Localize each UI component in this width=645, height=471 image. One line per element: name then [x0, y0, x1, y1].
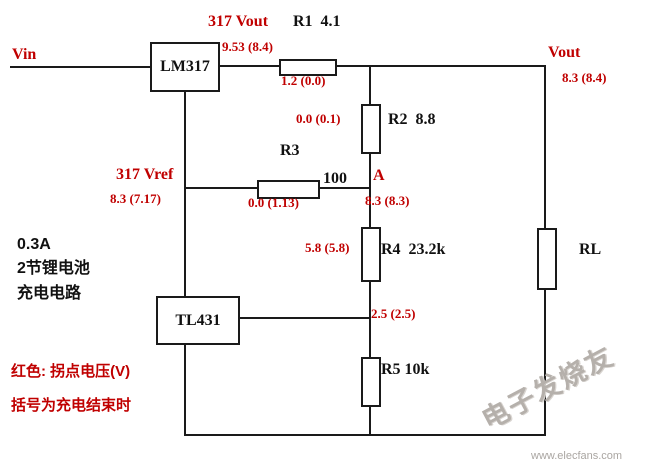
resistor-rl-body [537, 228, 557, 290]
watermark-url: www.elecfans.com [531, 450, 623, 462]
title-current: 0.3A [17, 236, 51, 253]
vref317-label: 317 Vref [116, 166, 174, 183]
resistor-r4-body [361, 227, 381, 282]
r3-value-label: 100 [323, 170, 347, 187]
resistor-r1-body [279, 59, 337, 76]
wire-tl431-output [236, 317, 370, 319]
r5-label: R5 10k [381, 361, 430, 378]
tl431-box: TL431 [156, 296, 240, 345]
wire-bottom [184, 434, 546, 436]
title-charger: 充电电路 [17, 285, 82, 302]
note-red-voltage: 红色: 拐点电压(V) [11, 363, 131, 380]
voltage-lm317-out: 9.53 (8.4) [222, 39, 273, 54]
vin-label: Vin [12, 46, 37, 63]
r1-label: R1 4.1 [293, 13, 341, 30]
wire-left-vertical [184, 88, 186, 436]
voltage-r3-drop: 0.0 (1.13) [248, 195, 299, 210]
voltage-tl431-ref: 2.5 (2.5) [371, 306, 416, 321]
watermark-brand: 电子发烧友 [476, 340, 620, 436]
rl-label: RL [579, 241, 602, 258]
vout317-label: 317 Vout [208, 13, 269, 30]
tl431-label: TL431 [175, 311, 221, 329]
resistor-r3-body [257, 180, 320, 199]
lm317-box: LM317 [150, 42, 220, 92]
vout-label: Vout [548, 44, 581, 61]
voltage-vout: 8.3 (8.4) [562, 70, 607, 85]
wire-top [216, 65, 546, 67]
lm317-label: LM317 [160, 58, 210, 75]
r2-label: R2 8.8 [388, 111, 436, 128]
wire-vin [10, 66, 150, 68]
r4-label: R4 23.2k [381, 241, 446, 258]
r3-label: R3 [280, 142, 300, 159]
voltage-node-a: 8.3 (8.3) [365, 193, 410, 208]
voltage-r2-drop: 0.0 (0.1) [296, 111, 341, 126]
note-brackets: 括号为充电结束时 [11, 397, 132, 414]
voltage-r1-drop: 1.2 (0.0) [281, 73, 326, 88]
title-battery: 2节锂电池 [17, 260, 90, 277]
voltage-r4-drop: 5.8 (5.8) [305, 240, 350, 255]
voltage-vref: 8.3 (7.17) [110, 191, 161, 206]
resistor-r5-body [361, 357, 381, 407]
resistor-r2-body [361, 104, 381, 154]
node-a-label: A [373, 167, 385, 184]
